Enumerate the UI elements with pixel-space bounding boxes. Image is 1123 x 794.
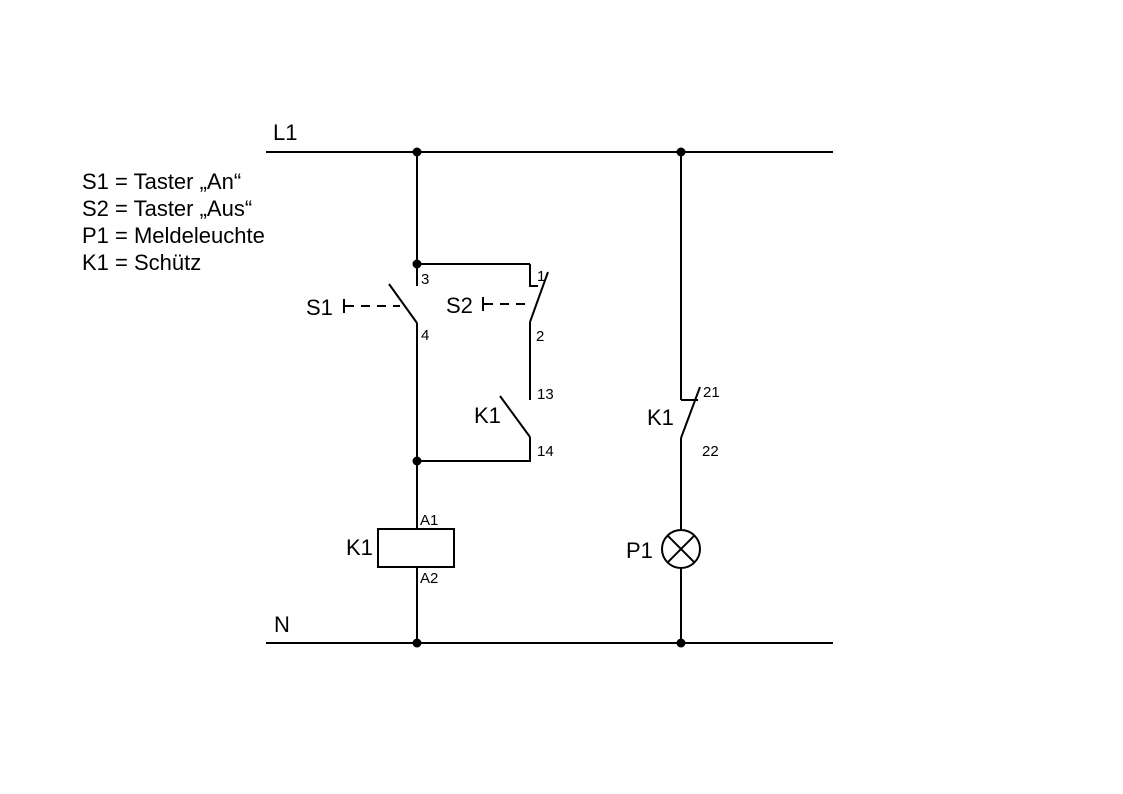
k1-terminal-21-label: 21 bbox=[703, 384, 720, 401]
s2-label: S2 bbox=[446, 293, 473, 318]
k1-lamp-contact-lever bbox=[680, 386, 701, 439]
k1-terminal-a1-label: A1 bbox=[420, 512, 438, 529]
junction-dot-branch-top bbox=[412, 259, 422, 269]
p1-lamp: P1 bbox=[626, 529, 701, 643]
legend-line-k1: K1 = Schütz bbox=[82, 250, 201, 275]
rail-l1-label: L1 bbox=[273, 120, 297, 145]
k1-terminal-13-label: 13 bbox=[537, 386, 554, 403]
legend: S1 = Taster „An“ S2 = Taster „Aus“ P1 = … bbox=[82, 169, 265, 275]
junction-dot-selfhold bbox=[412, 456, 422, 466]
junction-dot-n-right bbox=[676, 638, 686, 648]
wire-14-to-junction bbox=[417, 437, 531, 462]
s2-pushbutton-nc: S2 1 2 bbox=[446, 264, 549, 345]
rail-n-label: N bbox=[274, 612, 290, 637]
s2-terminal-2-label: 2 bbox=[536, 328, 544, 345]
s1-contact-lever bbox=[388, 283, 418, 324]
k1-lamp-contact: K1 21 22 bbox=[647, 384, 720, 460]
k1-terminal-22-label: 22 bbox=[702, 443, 719, 460]
legend-line-s2: S2 = Taster „Aus“ bbox=[82, 196, 252, 221]
k1-aux-contact-no: K1 13 14 bbox=[417, 386, 554, 462]
s1-pushbutton-no: S1 3 4 bbox=[306, 264, 429, 344]
k1-lamp-contact-label: K1 bbox=[647, 405, 674, 430]
k1-terminal-14-label: 14 bbox=[537, 443, 554, 460]
k1-coil-box bbox=[377, 528, 455, 568]
k1-coil-label: K1 bbox=[346, 535, 373, 560]
legend-line-s1: S1 = Taster „An“ bbox=[82, 169, 241, 194]
k1-terminal-a2-label: A2 bbox=[420, 570, 438, 587]
k1-aux-contact-lever bbox=[499, 395, 531, 438]
legend-line-p1: P1 = Meldeleuchte bbox=[82, 223, 265, 248]
s1-label: S1 bbox=[306, 295, 333, 320]
s1-terminal-3-label: 3 bbox=[421, 271, 429, 288]
s2-terminal-1-label: 1 bbox=[537, 268, 545, 285]
k1-aux-label: K1 bbox=[474, 403, 501, 428]
k1-coil: K1 A1 A2 bbox=[346, 512, 455, 643]
s2-top-stub-crossbar bbox=[529, 264, 538, 287]
s2-contact-lever bbox=[529, 271, 549, 323]
p1-label: P1 bbox=[626, 538, 653, 563]
p1-lamp-cross-2 bbox=[666, 534, 696, 564]
junction-dot-l1-left bbox=[412, 147, 422, 157]
junction-dot-l1-right bbox=[676, 147, 686, 157]
junction-dot-n-left bbox=[412, 638, 422, 648]
s1-terminal-4-label: 4 bbox=[421, 327, 429, 344]
